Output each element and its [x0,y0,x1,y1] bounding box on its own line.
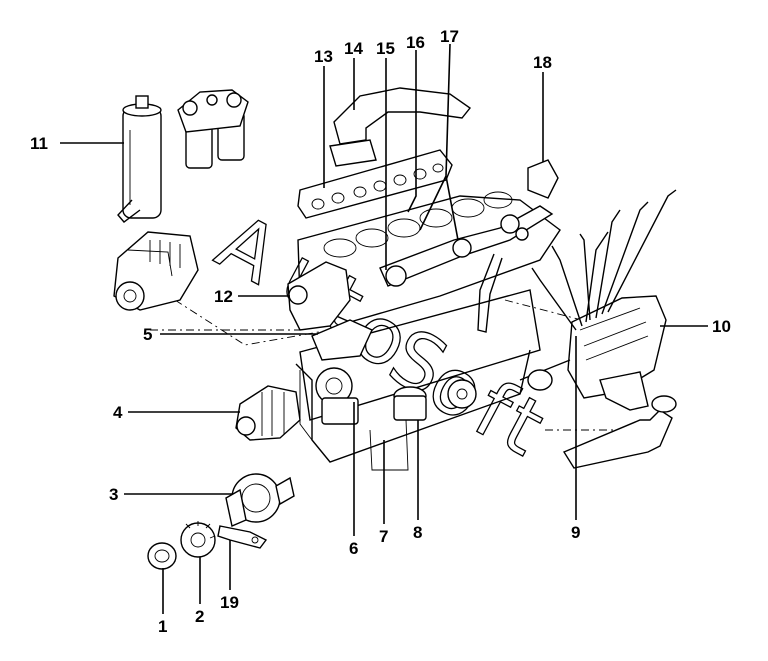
starter-motor-part [235,385,301,441]
callout-label-11: 11 [30,134,48,153]
callout-label-2: 2 [195,607,204,626]
callout-label-9: 9 [571,523,580,542]
callout-label-7: 7 [379,527,388,546]
timing-gear-part [315,367,477,425]
pulley-part [147,542,177,570]
drive-gear-part [180,521,216,558]
callout-label-6: 6 [349,539,358,558]
callout-label-15: 15 [376,39,395,58]
callout-label-4: 4 [113,403,123,422]
exhaust-manifold-part [297,87,472,219]
leader-line-16 [407,50,417,213]
callout-label-14: 14 [344,39,363,58]
intake-and-water-pipe-part [379,159,559,333]
callout-labels: 11 12 5 4 3 1 2 19 6 7 8 9 10 13 14 15 1… [30,27,731,636]
engine-block-part [295,191,561,471]
leader-line-17 [419,43,459,241]
leader-lines [60,43,708,614]
callout-label-18: 18 [533,53,552,72]
fuel-filter-part [177,89,249,169]
alternator-part [225,473,295,527]
callout-label-3: 3 [109,485,118,504]
callout-label-10: 10 [712,317,731,336]
assembly-axis-lines [150,299,650,431]
air-compressor-part [113,231,199,311]
callout-label-1: 1 [158,617,167,636]
callout-label-8: 8 [413,523,422,542]
water-pump-part [287,261,373,361]
bracket-part [217,525,268,549]
injection-pump-part [519,189,677,469]
callout-label-12: 12 [214,287,233,306]
callout-label-19: 19 [220,593,239,612]
callout-label-5: 5 [143,325,152,344]
callout-label-17: 17 [440,27,459,46]
callout-label-13: 13 [314,47,333,66]
oil-filter-part [117,95,162,223]
callout-label-16: 16 [406,33,425,52]
